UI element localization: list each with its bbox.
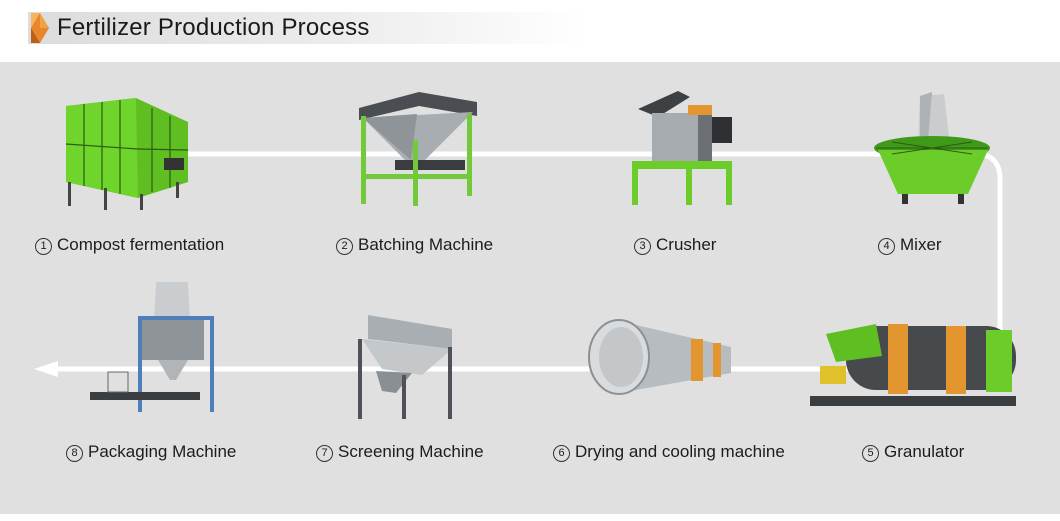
step-number-badge: 5 — [862, 445, 879, 462]
step-label-text: Screening Machine — [338, 442, 484, 461]
step-label-granulator: 5 Granulator — [862, 442, 964, 462]
title-marker-icon — [31, 13, 49, 43]
header: Fertilizer Production Process — [0, 0, 1060, 56]
step-label-text: Batching Machine — [358, 235, 494, 254]
step-label-screening-machine: 7 Screening Machine — [316, 442, 484, 462]
step-label-crusher: 3 Crusher — [634, 235, 716, 255]
compost-fermentation-machine-image — [65, 98, 189, 210]
step-label-mixer: 4 Mixer — [878, 235, 942, 255]
step-label-drying-cooling-machine: 6 Drying and cooling machine — [553, 442, 785, 462]
flow-arrowhead-icon — [34, 361, 58, 377]
header-band — [28, 12, 588, 44]
page-title: Fertilizer Production Process — [57, 14, 370, 41]
step-label-compost-fermentation: 1 Compost fermentation — [35, 235, 224, 255]
step-label-text: Packaging Machine — [88, 442, 237, 461]
mixer-image — [874, 92, 990, 204]
step-number-badge: 3 — [634, 238, 651, 255]
batching-machine-image — [359, 92, 477, 206]
step-number-badge: 7 — [316, 445, 333, 462]
step-number-badge: 8 — [66, 445, 83, 462]
step-number-badge: 2 — [336, 238, 353, 255]
step-label-text: Mixer — [900, 235, 942, 254]
drying-cooling-machine-image — [588, 319, 731, 395]
step-number-badge: 6 — [553, 445, 570, 462]
step-label-text: Crusher — [656, 235, 717, 254]
step-number-badge: 4 — [878, 238, 895, 255]
step-label-packaging-machine: 8 Packaging Machine — [66, 442, 236, 462]
step-label-text: Granulator — [884, 442, 965, 461]
step-label-text: Drying and cooling machine — [575, 442, 785, 461]
step-label-batching-machine: 2 Batching Machine — [336, 235, 493, 255]
crusher-image — [632, 91, 732, 205]
packaging-machine-image — [90, 282, 214, 412]
step-number-badge: 1 — [35, 238, 52, 255]
screening-machine-image — [358, 315, 452, 419]
step-label-text: Compost fermentation — [57, 235, 225, 254]
granulator-image — [810, 324, 1016, 406]
